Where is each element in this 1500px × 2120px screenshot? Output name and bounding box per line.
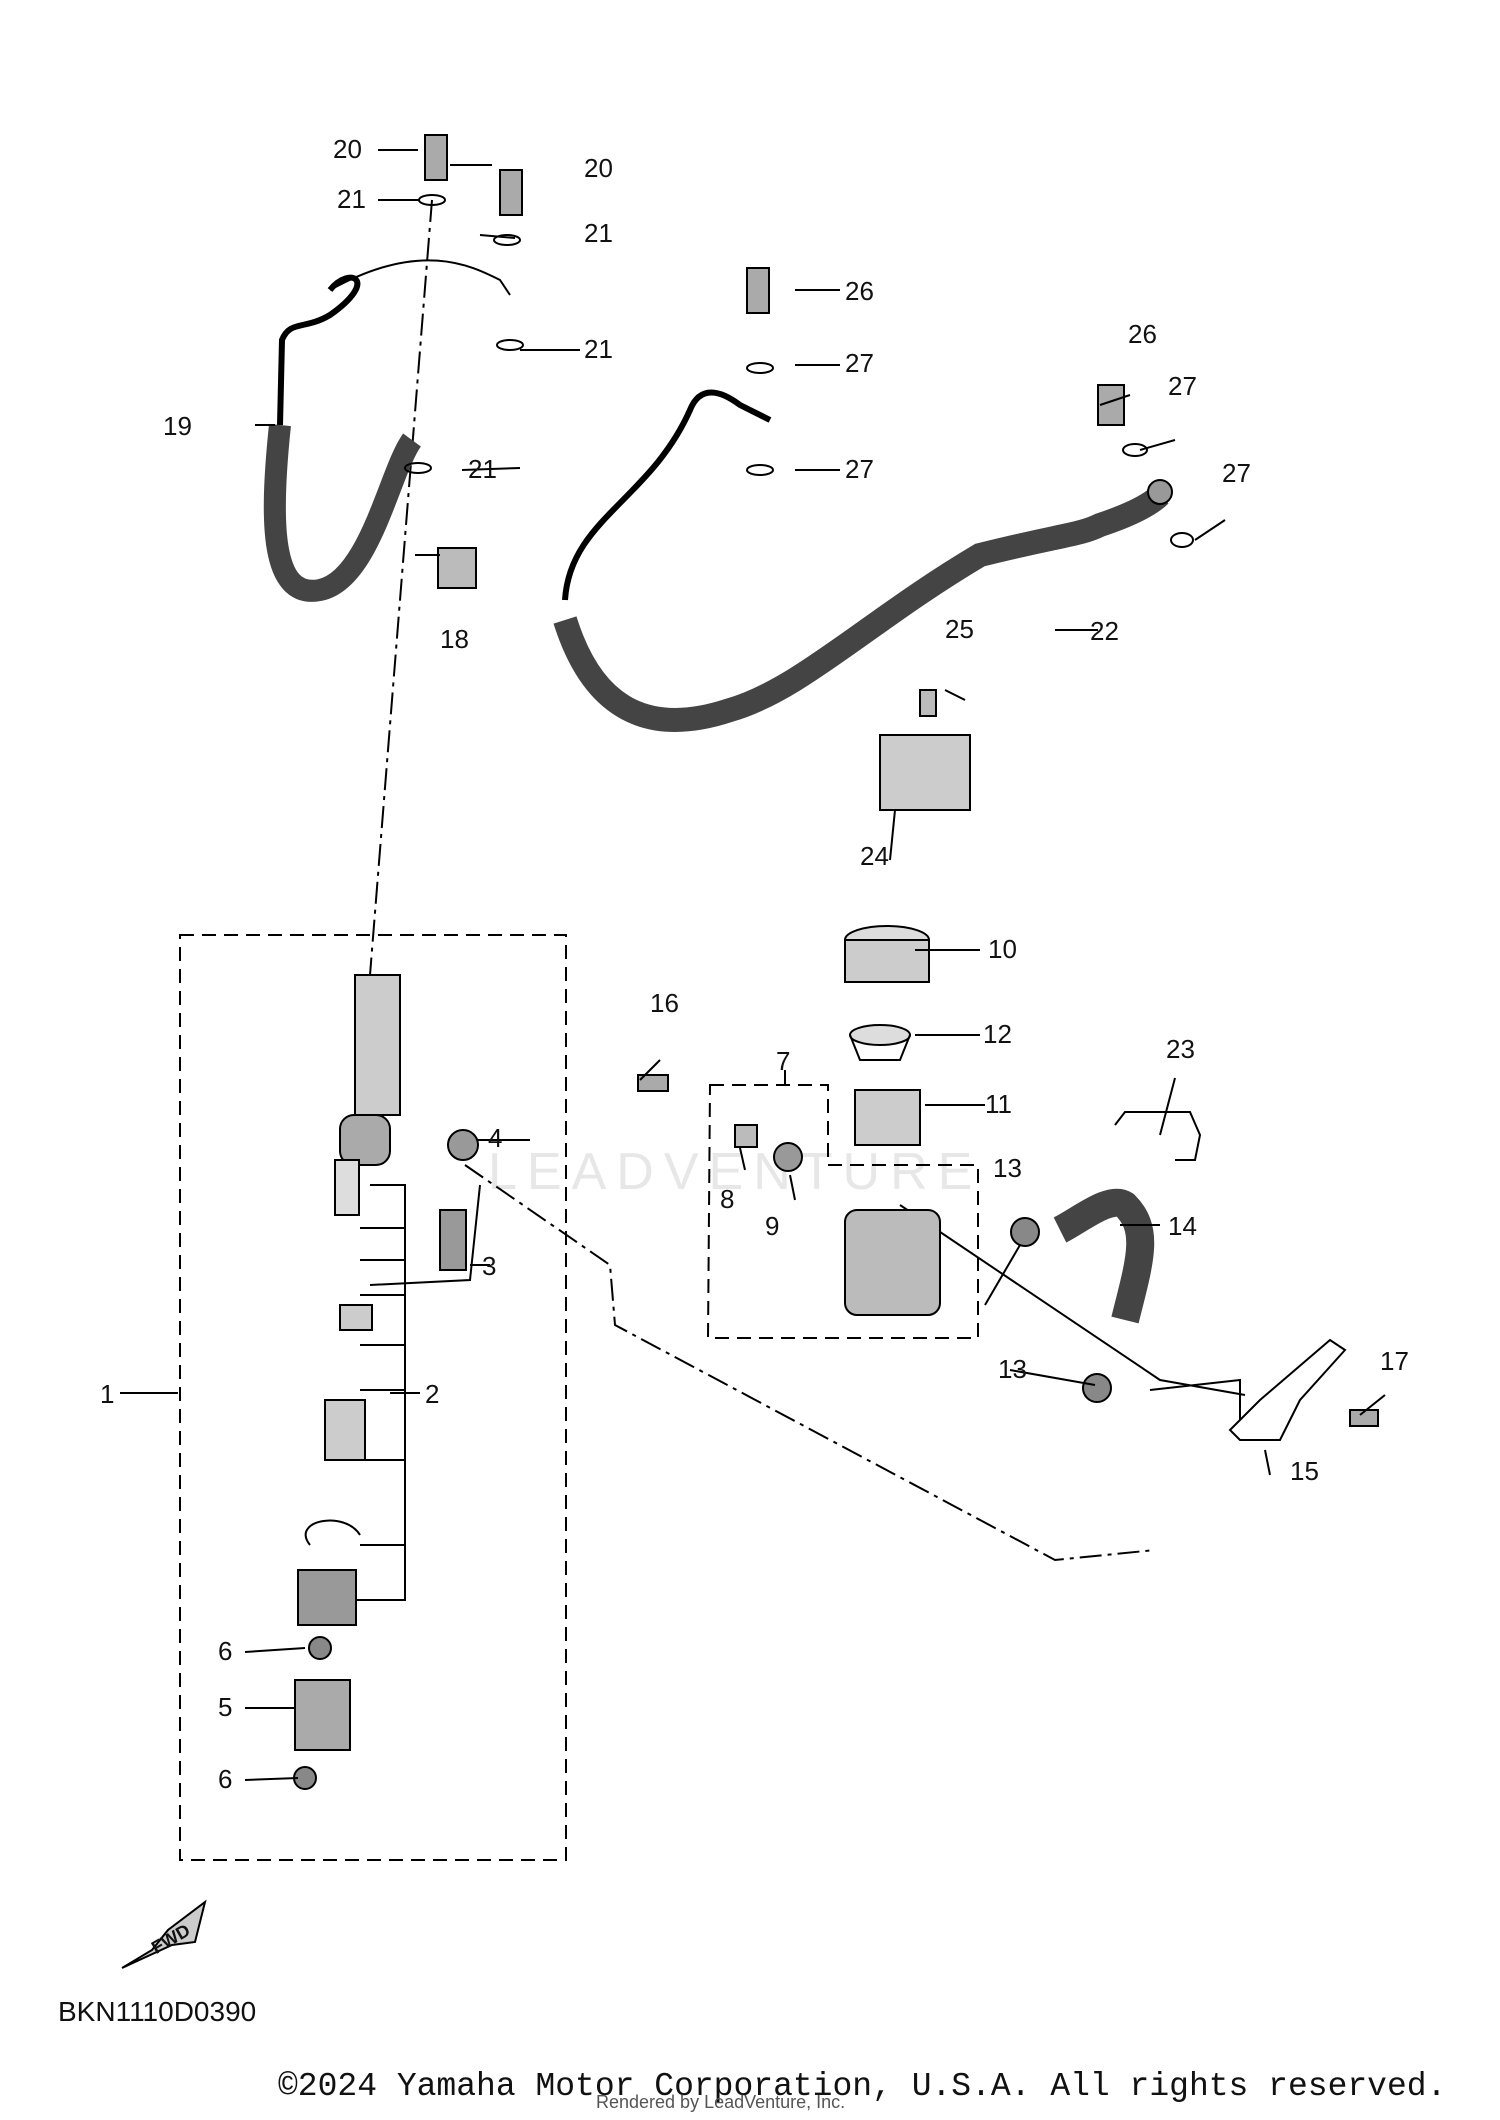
clip-23 <box>1114 1111 1202 1161</box>
callout-label: 27 <box>845 454 874 484</box>
hose-14 <box>1053 1188 1155 1324</box>
callout-label: 27 <box>845 348 874 378</box>
bolt-20b <box>499 169 523 216</box>
diagram-code: BKN1110D0390 <box>58 1996 257 2027</box>
callout-label: 18 <box>440 624 469 654</box>
callout-label: 21 <box>468 454 497 484</box>
assembly-box-7 <box>706 1084 979 1339</box>
bolt-17 <box>1349 1409 1379 1427</box>
reservoir-11 <box>854 1089 921 1146</box>
clevis-5 <box>294 1679 351 1751</box>
bolt-26a <box>746 267 770 314</box>
callout-label: 19 <box>163 411 192 441</box>
callout-label: 20 <box>333 134 362 164</box>
callout-label: 6 <box>218 1636 232 1666</box>
reservoir-body <box>844 1209 941 1316</box>
callout-label: 24 <box>860 841 889 871</box>
callout-label: 17 <box>1380 1346 1409 1376</box>
leader-line-main <box>369 199 433 976</box>
callout-label: 2 <box>425 1379 439 1409</box>
hose-22 <box>553 486 1169 732</box>
callout-label: 15 <box>1290 1456 1319 1486</box>
callout-label: 16 <box>650 988 679 1018</box>
callout-labels: 1 2 3 4 5 6 6 7 8 9 10 11 12 13 13 14 15… <box>100 134 1409 1958</box>
callout-label: 6 <box>218 1764 232 1794</box>
copyright-notice: ©2024 Yamaha Motor Corporation, U.S.A. A… <box>278 2068 1447 2105</box>
callout-label: 26 <box>845 276 874 306</box>
callout-label: 27 <box>1222 458 1251 488</box>
bracket-24 <box>879 734 971 811</box>
callout-label: 22 <box>1090 616 1119 646</box>
callout-label: 25 <box>945 614 974 644</box>
callout-label: 23 <box>1166 1034 1195 1064</box>
callout-label: 11 <box>985 1089 1012 1119</box>
callout-label: 7 <box>776 1046 790 1076</box>
hose-19 <box>263 423 422 602</box>
callout-label: 13 <box>993 1153 1022 1183</box>
fwd-label: FWD <box>148 1920 193 1958</box>
callout-label: 8 <box>720 1184 734 1214</box>
cylinder-top-bracket <box>354 974 401 1116</box>
callout-label: 21 <box>584 218 613 248</box>
callout-label: 20 <box>584 153 613 183</box>
callout-label: 14 <box>1168 1211 1197 1241</box>
callout-label: 21 <box>337 184 366 214</box>
fwd-arrow-shape <box>121 1899 207 1969</box>
bolt-20a <box>424 134 448 181</box>
callout-label: 12 <box>983 1019 1012 1049</box>
callout-label: 5 <box>218 1692 232 1722</box>
callout-label: 3 <box>482 1251 496 1281</box>
callout-label: 1 <box>100 1379 114 1409</box>
rendered-by-note: Rendered by LeadVenture, Inc. <box>596 2092 846 2112</box>
bolt-16 <box>637 1074 669 1092</box>
callout-label: 4 <box>488 1123 502 1153</box>
assembly-box-1 <box>179 934 567 1861</box>
callout-label: 27 <box>1168 371 1197 401</box>
bracket-15 <box>1149 1338 1347 1441</box>
callout-label: 26 <box>1128 319 1157 349</box>
callout-label: 9 <box>765 1211 779 1241</box>
leadventure-watermark: LEADVENTURE <box>488 1143 983 1201</box>
cylinder-bottom-cap <box>297 1569 357 1626</box>
callout-label: 10 <box>988 934 1017 964</box>
callout-label: 21 <box>584 334 613 364</box>
clamp-18 <box>437 547 477 589</box>
callout-label: 13 <box>998 1354 1027 1384</box>
